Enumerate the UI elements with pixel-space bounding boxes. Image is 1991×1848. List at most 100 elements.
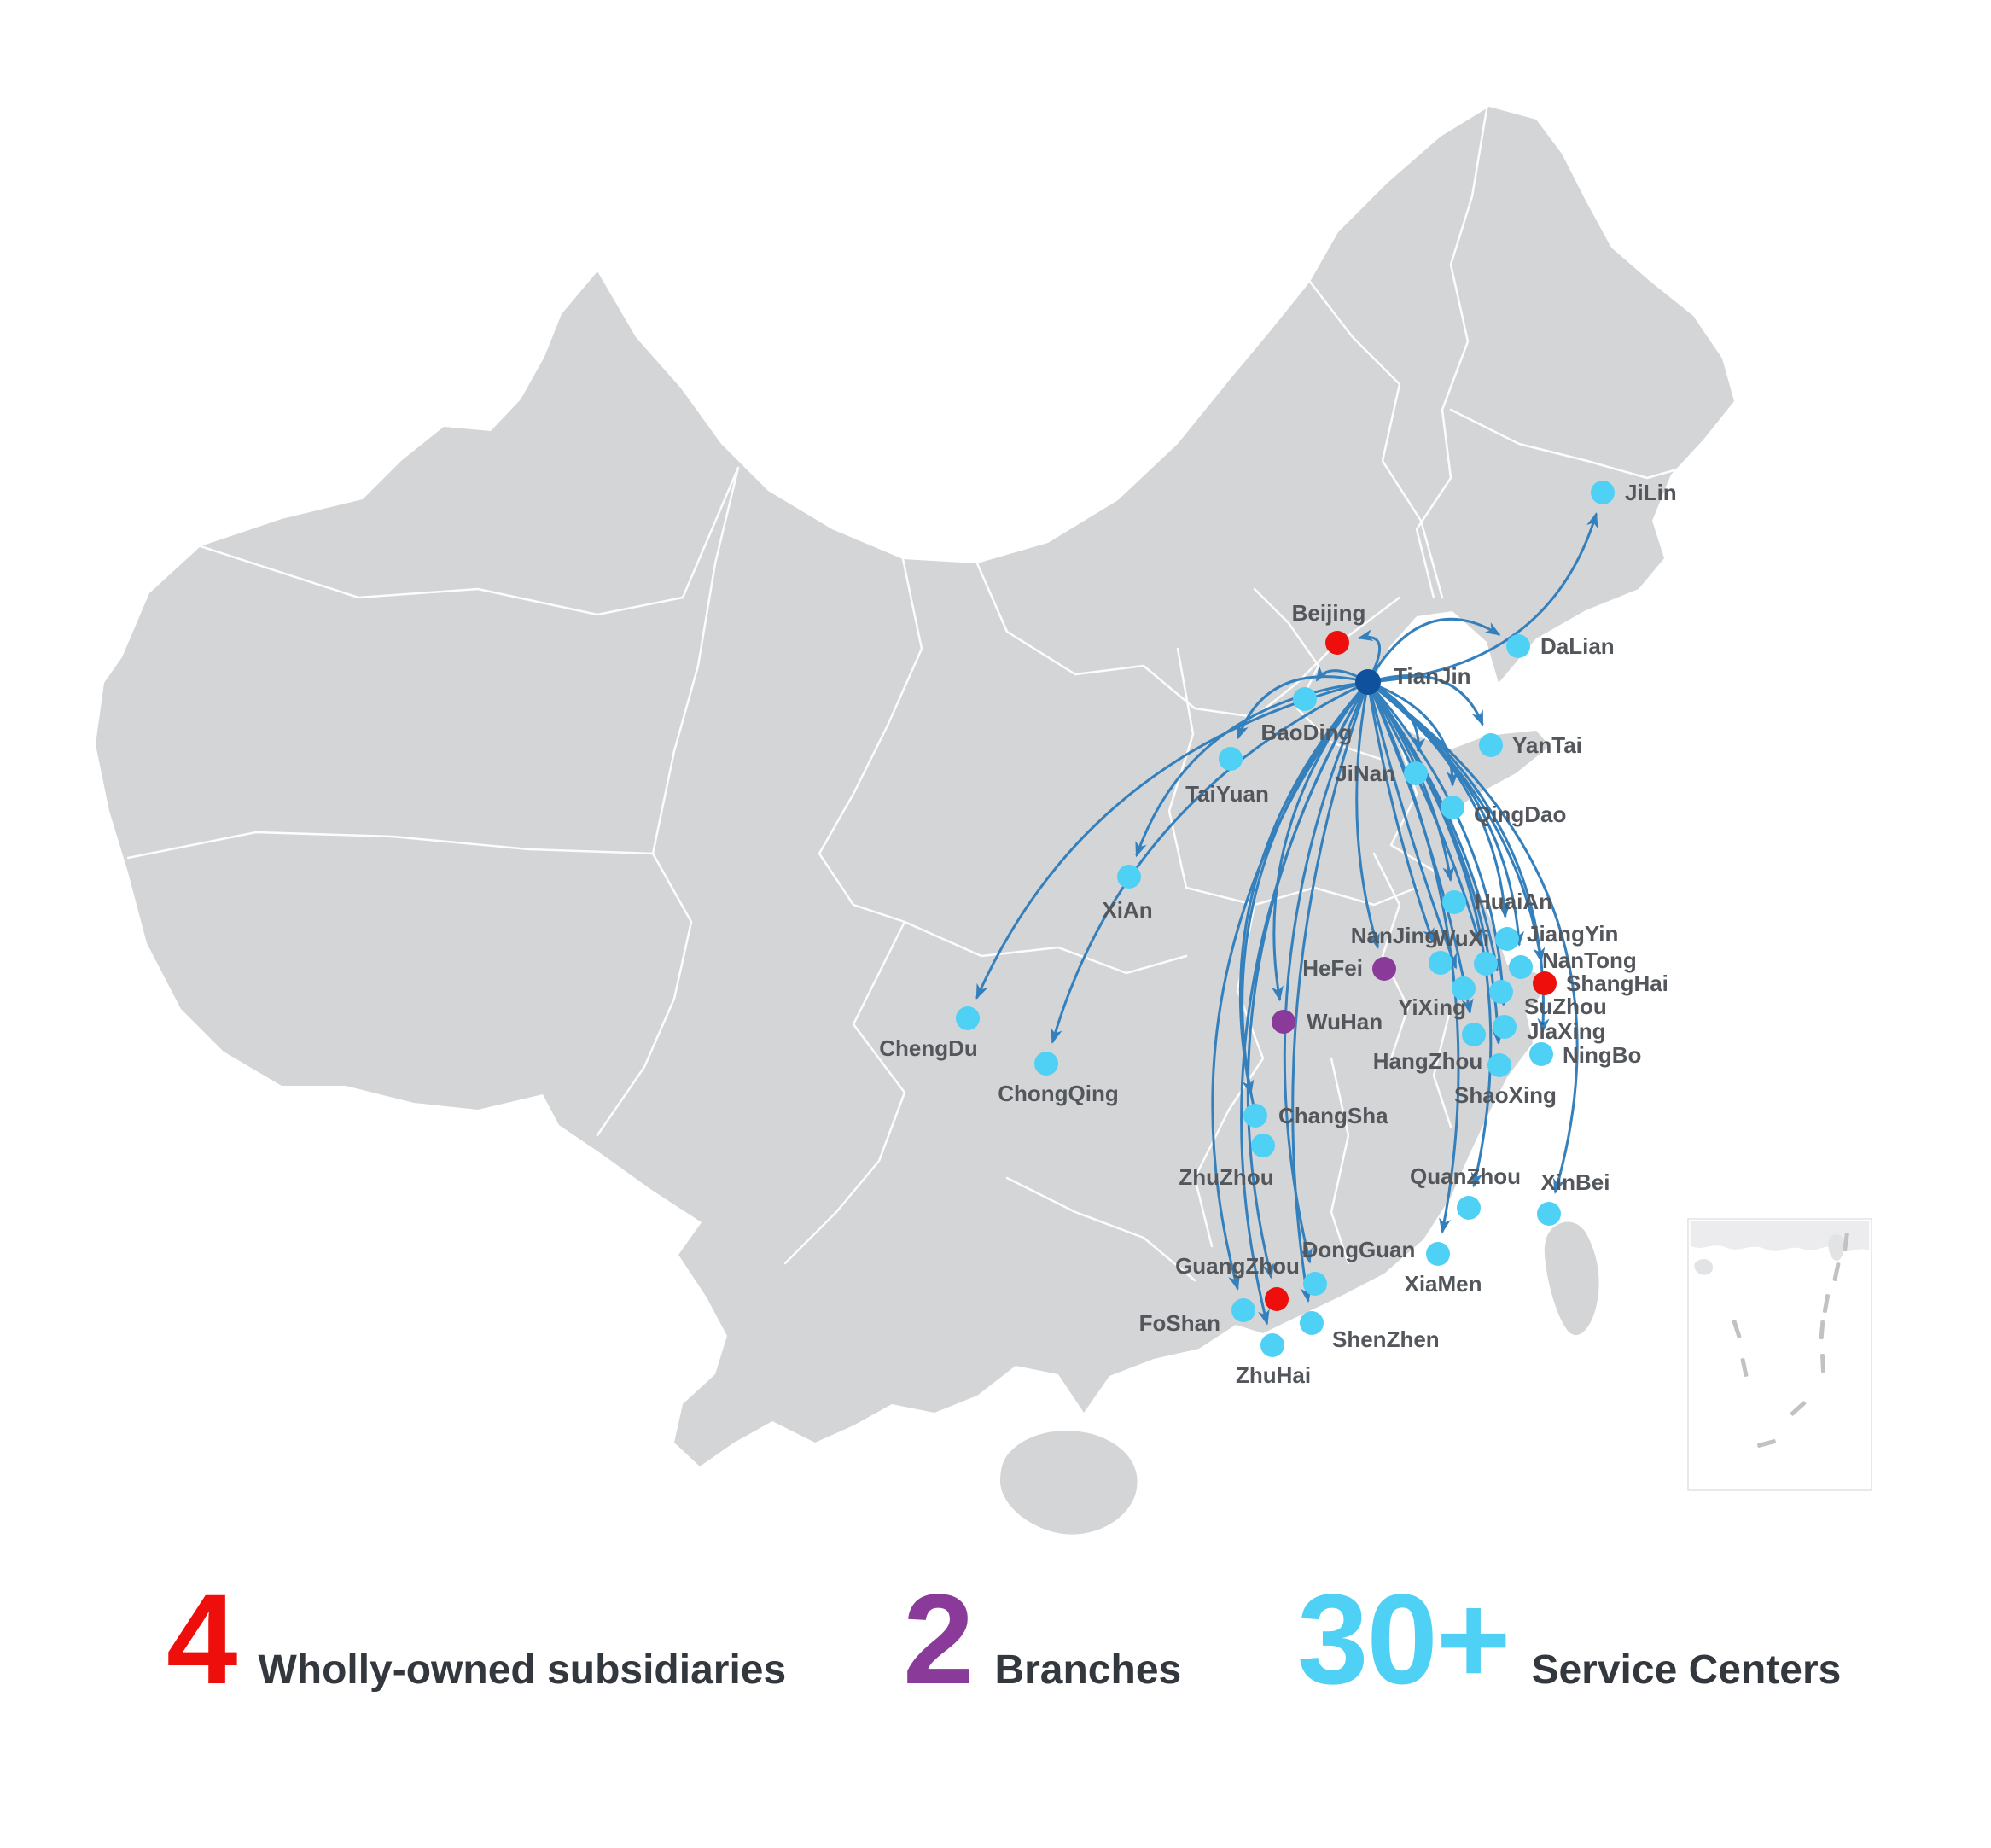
route-arc-nanjing [1367,688,1435,944]
province-border-line [651,466,740,855]
city-dot-xinbei [1537,1202,1561,1226]
city-label-nanjing: NanJing [1351,923,1439,948]
city-label-changsha: ChangSha [1278,1103,1388,1128]
route-arc-wuxi [1370,687,1482,944]
city-dot-shanghai [1533,971,1557,995]
inset-hainan-shape [1694,1259,1714,1275]
city-label-quanzhou: QuanZhou [1410,1163,1521,1189]
city-dot-nantong [1509,955,1533,979]
city-dot-zhuhai [1260,1333,1284,1357]
route-arc-chengdu [975,682,1362,1000]
city-label-wuxi: WuXi [1435,925,1490,951]
inset-dash-segment [1819,1320,1825,1340]
city-dot-yantai [1479,733,1503,757]
legend-label-branches: Branches [994,1647,1182,1693]
city-dot-baoding [1293,687,1317,711]
route-arc-xian [1135,681,1362,858]
city-label-jilin: JiLin [1625,480,1677,505]
route-arc-shanghai [1372,685,1546,964]
route-arc-qingdao [1373,683,1459,787]
hainan-island-shape [1000,1431,1138,1535]
city-label-guangzhou: GuangZhou [1175,1253,1300,1279]
province-border-line [783,557,923,1265]
route-arc-xinbei [1372,685,1579,1194]
legend-item-branches: 2 Branches [903,1575,1181,1703]
city-label-qingdao: QingDao [1474,802,1566,827]
route-arc-chongqing [1050,684,1363,1044]
province-border-line [1005,1176,1196,1282]
city-dot-chongqing [1034,1052,1058,1076]
province-border-line [199,466,740,616]
city-dot-wuhan [1272,1010,1295,1034]
city-label-huaian: HuaiAn [1475,889,1552,914]
city-label-hangzhou: HangZhou [1373,1048,1483,1074]
city-dot-dongguan [1303,1272,1327,1296]
city-dot-jilin [1591,481,1615,504]
inset-dash-segment [1843,1232,1849,1252]
city-label-zhuhai: ZhuHai [1236,1362,1311,1388]
hub-label-tianjin: TianJin [1394,663,1471,689]
city-dot-xiamen [1426,1242,1450,1266]
route-arc-quanzhou [1371,686,1493,1188]
route-arc-changsha [1238,686,1365,1096]
route-arc-yantai [1374,674,1484,726]
inset-frame [1687,1218,1872,1491]
city-dot-taiyuan [1219,747,1243,771]
city-label-shanghai: ShangHai [1566,971,1668,996]
city-label-chengdu: ChengDu [879,1035,978,1061]
city-label-jiaxing: JiaXing [1527,1018,1605,1044]
city-label-ningbo: NingBo [1563,1042,1641,1068]
city-label-dalian: DaLian [1540,633,1615,659]
city-label-xian: XiAn [1102,897,1152,923]
city-label-xinbei: XinBei [1541,1169,1610,1195]
city-dot-changsha [1243,1104,1267,1128]
taiwan-island-shape [1544,1221,1599,1336]
city-dot-zhuzhou [1251,1134,1275,1157]
province-border-line [1167,647,1418,907]
route-arcs [975,511,1598,1326]
city-label-shaoxing: ShaoXing [1454,1082,1557,1108]
province-border-line [975,562,1401,719]
city-dot-suzhou [1489,980,1513,1004]
route-arc-zhuhai [1240,687,1366,1326]
inset-dash-segment [1757,1439,1776,1448]
city-dot-huaian [1442,890,1466,914]
city-label-yantai: YanTai [1512,732,1582,758]
city-label-jiangyin: JiangYin [1527,921,1618,947]
route-arc-beijing [1357,629,1382,677]
city-label-shenzhen: ShenZhen [1332,1326,1440,1352]
city-dot-dalian [1506,634,1530,658]
province-border-line [1415,108,1488,599]
city-dot-ningbo [1529,1042,1553,1066]
inset-dash-segment [1822,1293,1831,1314]
province-border-line [1372,852,1410,1060]
legend: 4 Wholly-owned subsidiaries 2 Branches 3… [0,1575,1991,1746]
legend-label-subsidiaries: Wholly-owned subsidiaries [258,1647,787,1693]
city-label-zhuzhou: ZhuZhou [1179,1164,1273,1190]
legend-item-service-centers: 30+ Service Centers [1297,1575,1841,1703]
inset-dash-segment [1820,1353,1825,1373]
city-dot-xian [1117,865,1141,889]
city-dot-nanjing [1429,951,1452,975]
legend-count-service-centers: 30+ [1297,1567,1511,1711]
province-border-line [1308,280,1444,599]
city-label-nantong: NanTong [1542,947,1637,973]
province-border-line [126,831,655,860]
city-label-jinan: JiNan [1335,761,1395,786]
inset-dash-segment [1740,1357,1749,1378]
hub-dot-tianjin [1355,669,1381,695]
route-arc-yixing [1368,688,1458,970]
city-dot-quanzhou [1457,1196,1481,1220]
city-dot-yixing [1452,976,1476,1000]
route-arc-dalian [1370,617,1501,677]
city-dot-hefei [1372,957,1396,981]
city-dot-wuxi [1474,952,1498,976]
south-china-sea-inset [1687,1218,1872,1491]
province-border-line [903,920,1188,975]
inset-dash-segment [1732,1320,1742,1338]
city-dot-jiangyin [1495,927,1519,951]
province-border-line [1449,408,1709,480]
